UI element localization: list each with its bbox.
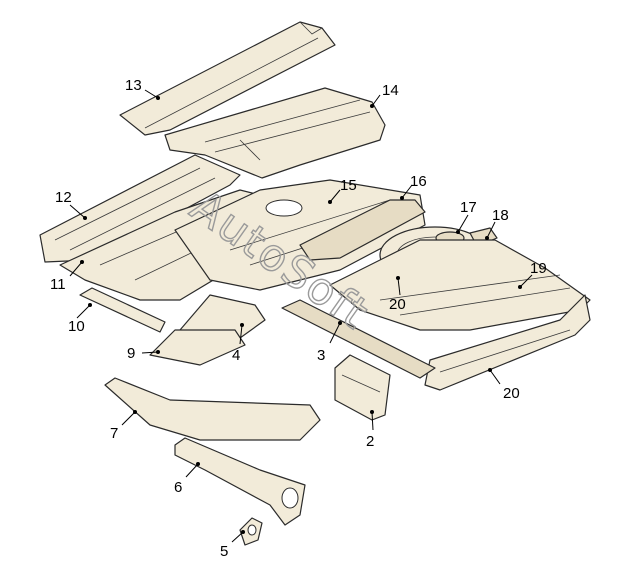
part-8-reinforcement — [149, 329, 246, 366]
svg-text:7: 7 — [110, 425, 118, 442]
svg-text:18: 18 — [492, 207, 509, 224]
svg-text:5: 5 — [220, 543, 228, 560]
callout-11: 12 — [55, 189, 87, 220]
svg-text:10: 10 — [68, 318, 85, 335]
callout-14: 15 — [328, 177, 357, 204]
part-6-longitudinal — [174, 437, 306, 526]
part-15-floor-rail — [299, 199, 426, 261]
svg-text:17: 17 — [460, 199, 477, 216]
svg-text:3: 3 — [317, 347, 325, 364]
callout-2: 2 — [366, 410, 374, 450]
callout-17: 18 — [485, 207, 509, 240]
callout-7: 7 — [110, 410, 137, 442]
svg-text:6: 6 — [174, 479, 182, 496]
svg-text:16: 16 — [410, 173, 427, 190]
callout-15: 16 — [400, 173, 427, 200]
callout-12: 13 — [125, 77, 160, 100]
callout-6: 6 — [174, 462, 200, 496]
callout-9: 10 — [68, 303, 92, 335]
svg-text:20: 20 — [503, 385, 520, 402]
part-11-crossmember — [39, 154, 241, 263]
part-2-small-panel — [334, 354, 391, 421]
svg-text:13: 13 — [125, 77, 142, 94]
callout-18: 20 — [389, 276, 406, 313]
part-20-rear-end-panel — [424, 294, 591, 391]
callout-13: 14 — [370, 82, 399, 108]
svg-text:9: 9 — [127, 345, 135, 362]
svg-text:20: 20 — [389, 296, 406, 313]
part-13-shelf-support — [164, 87, 386, 179]
part-5-bracket — [239, 517, 263, 546]
callout-5: 5 — [220, 530, 245, 560]
part-12-parcel-shelf — [119, 21, 336, 136]
part-3-side-sill — [281, 299, 436, 379]
svg-text:4: 4 — [232, 347, 240, 364]
svg-text:2: 2 — [366, 433, 374, 450]
svg-text:19: 19 — [530, 260, 547, 277]
callout-4: 4 — [232, 323, 244, 364]
part-19-rear-floor — [329, 239, 591, 331]
callout-3: 3 — [317, 321, 342, 364]
svg-text:15: 15 — [340, 177, 357, 194]
part-7-longitudinal — [104, 377, 321, 441]
callout-8: 9 — [127, 345, 160, 362]
svg-text:11: 11 — [50, 276, 66, 293]
part-9-side-member — [79, 287, 166, 333]
callout-16: 17 — [456, 199, 477, 234]
callout-10: 11 — [50, 260, 84, 293]
svg-text:14: 14 — [382, 82, 399, 99]
svg-text:12: 12 — [55, 189, 72, 206]
callout-19: 19 — [518, 260, 547, 289]
callout-20: 20 20 — [488, 368, 520, 402]
